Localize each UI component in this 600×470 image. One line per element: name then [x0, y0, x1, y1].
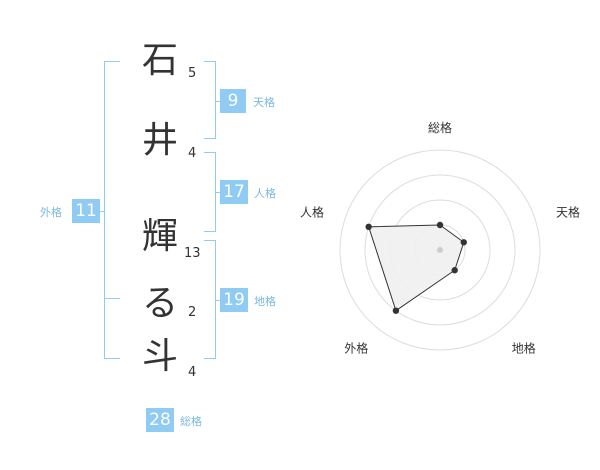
- chikaku-bracket: [204, 240, 216, 359]
- radar-point-3: [451, 267, 458, 274]
- radar-grid-ring-4: [339, 149, 541, 351]
- radar-data-polygon: [367, 224, 465, 312]
- name-char-3: 輝: [141, 216, 178, 257]
- radar-axis-label-5: 人格: [300, 204, 324, 219]
- tenkaku-label: 天格: [253, 96, 275, 109]
- tenkaku-connector: [215, 101, 220, 102]
- gaikaku-bracket: [104, 61, 120, 359]
- radar-point-2: [460, 239, 467, 246]
- stroke-count-2: 4: [188, 146, 197, 161]
- gaikaku-label: 外格: [40, 206, 62, 219]
- radar-point-1: [436, 221, 444, 229]
- soukaku-value-badge: 28: [146, 408, 174, 432]
- jinkaku-connector: [215, 192, 220, 193]
- gaikaku-connector: [100, 211, 105, 212]
- tenkaku-bracket: [204, 61, 216, 139]
- radar-point-5: [365, 223, 372, 231]
- radar-axis-label-4: 外格: [344, 341, 368, 356]
- radar-axis-label-2: 天格: [556, 204, 580, 219]
- jinkaku-label: 人格: [254, 187, 276, 200]
- radar-center-dot: [437, 247, 443, 253]
- soukaku-label: 総格: [180, 415, 202, 428]
- name-char-5: 斗: [141, 336, 178, 377]
- stroke-count-3: 13: [184, 246, 201, 261]
- radar-point-4: [392, 307, 400, 314]
- chikaku-value-badge: 19: [220, 288, 248, 312]
- chikaku-connector: [215, 300, 220, 301]
- stroke-count-4: 2: [188, 305, 197, 320]
- radar-axis-label-1: 総格: [428, 120, 452, 135]
- radar-grid-ring-3: [364, 174, 516, 326]
- name-char-1: 石: [141, 40, 178, 81]
- tenkaku-value-badge: 9: [220, 89, 246, 113]
- jinkaku-value-badge: 17: [220, 180, 248, 204]
- radar-axis-label-3: 地格: [512, 341, 536, 356]
- gaikaku-inner-tick: [104, 298, 120, 299]
- gaikaku-value-badge: 11: [72, 199, 100, 223]
- name-char-2: 井: [141, 120, 178, 161]
- stroke-count-1: 5: [188, 66, 197, 81]
- chikaku-label: 地格: [254, 295, 276, 308]
- stroke-count-5: 4: [188, 365, 197, 380]
- name-char-4: る: [141, 283, 178, 324]
